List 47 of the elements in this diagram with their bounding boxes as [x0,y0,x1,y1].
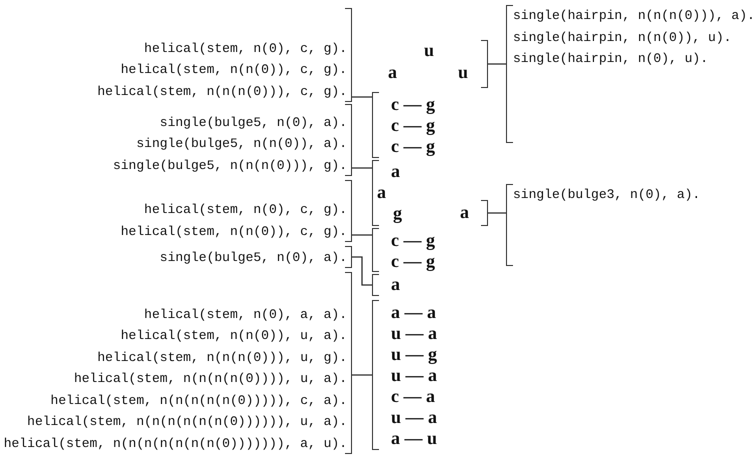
base-pair: u — a [391,323,438,344]
connector-line [488,212,506,214]
base-pair: u — a [391,365,438,386]
fact-text: helical(stem, n(0), c, g). [144,201,347,219]
base-pair: a — a [391,302,436,323]
fact-text: single(bulge5, n(0), a). [160,114,347,132]
fact-text: helical(stem, n(n(n(n(n(0))))), c, a). [50,392,347,410]
connector-line [352,167,372,169]
fact-text: single(bulge5, n(0), a). [160,248,347,266]
base-pair: a — u [391,428,438,449]
base-pair: c — g [391,230,435,251]
base-letter: g [393,203,402,224]
base-letter: u [458,62,468,83]
base-letter: a [391,161,400,182]
base-pair: u — a [391,407,438,428]
fact-text: helical(stem, n(0), c, g). [144,40,347,58]
fact-text: helical(stem, n(n(0)), u, a). [120,327,347,345]
connector-line [352,256,372,286]
base-letter: a [460,202,469,223]
base-letter: a [388,62,397,83]
fact-text: helical(stem, n(n(0)), c, g). [120,61,347,79]
base-pair: c — a [391,386,435,407]
base-pair: u — g [391,344,438,365]
fact-text: single(hairpin, n(0), u). [513,50,708,68]
base-pair: c — g [391,251,435,272]
connector-line [352,96,372,98]
fact-text: helical(stem, n(n(n(n(0)))), u, a). [74,370,347,388]
base-pair: c — g [391,94,435,115]
base-letter: a [391,274,400,295]
base-letter: u [424,40,434,61]
fact-text: single(bulge5, n(n(0)), a). [136,135,347,153]
base-letter: a [377,182,386,203]
fact-text: single(hairpin, n(n(0)), u). [513,28,732,46]
fact-text: helical(stem, n(n(n(n(n(n(n(0))))))), a, u). [4,434,347,452]
fact-text: single(hairpin, n(n(n(0))), a). [513,7,752,25]
connector-line [352,234,372,236]
fact-text: helical(stem, n(n(0)), c, g). [120,222,347,240]
fact-text: helical(stem, n(n(n(0))), u, g). [97,348,347,366]
connector-line [488,63,506,65]
fact-text: helical(stem, n(n(n(n(n(n(0)))))), u, a). [27,413,347,431]
base-pair: c — g [391,115,435,136]
fact-text: single(bulge5, n(n(n(0))), g). [112,156,347,174]
connector-line [352,374,372,376]
fact-text: single(bulge3, n(0), a). [513,186,700,204]
fact-text: helical(stem, n(0), a, a). [144,306,347,324]
base-pair: c — g [391,136,435,157]
fact-text: helical(stem, n(n(n(0))), c, g). [97,82,347,100]
